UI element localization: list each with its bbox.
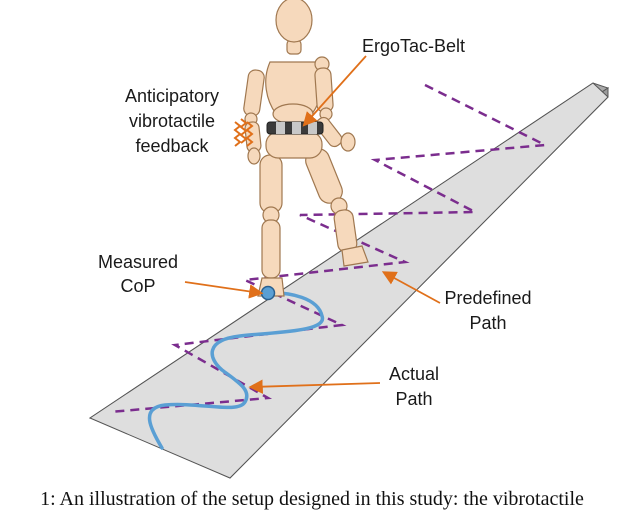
cop-label-line-2: CoP (120, 276, 155, 296)
feedback-label-line-2: vibrotactile (129, 111, 215, 131)
left-upper-arm (243, 69, 265, 117)
left-shin (261, 219, 281, 279)
predefined-arrow (381, 271, 441, 304)
diagram: ErgoTac-Belt Anticipatory vibrotactile f… (88, 0, 610, 479)
actual-arrow (248, 379, 381, 394)
belt-module (276, 122, 285, 134)
predefined-path-line (109, 83, 550, 414)
right-hand (340, 132, 356, 152)
belt-module (292, 122, 301, 134)
right-foot (341, 245, 369, 267)
ergotac-belt (266, 121, 324, 135)
actual-path-line (147, 291, 324, 450)
predefined-label-line-1: Predefined (444, 288, 531, 308)
cop-arrow (184, 281, 264, 299)
feedback-label-line-1: Anticipatory (125, 86, 219, 106)
cop-marker (260, 285, 276, 301)
walkway-surface (88, 82, 609, 479)
belt-module (308, 122, 317, 134)
pelvis (265, 131, 323, 159)
left-hand (247, 147, 261, 165)
belt-label: ErgoTac-Belt (362, 36, 465, 56)
actual-label-line-1: Actual (389, 364, 439, 384)
head (275, 0, 313, 43)
right-upper-arm (314, 67, 334, 113)
right-shin (333, 209, 358, 253)
feedback-label-line-3: feedback (135, 136, 209, 156)
left-thigh (259, 154, 283, 214)
figure-caption: 1: An illustration of the setup designed… (40, 488, 584, 510)
actual-label-line-2: Path (395, 389, 432, 409)
predefined-label-line-2: Path (469, 313, 506, 333)
cop-label-line-1: Measured (98, 252, 178, 272)
vibration-icon (233, 118, 254, 147)
belt-arrow (302, 55, 367, 127)
mannequin (243, 0, 369, 297)
